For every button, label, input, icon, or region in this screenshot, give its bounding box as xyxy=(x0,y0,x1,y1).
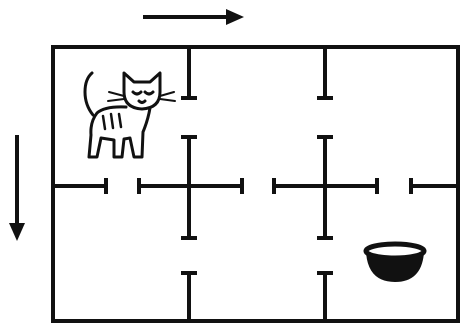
arrow-down-icon xyxy=(9,135,25,241)
cat-icon xyxy=(83,71,176,159)
wall-segments xyxy=(55,49,456,319)
maze-outer-border xyxy=(51,45,460,323)
bowl-icon xyxy=(363,241,427,282)
arrow-right-icon xyxy=(143,9,244,25)
